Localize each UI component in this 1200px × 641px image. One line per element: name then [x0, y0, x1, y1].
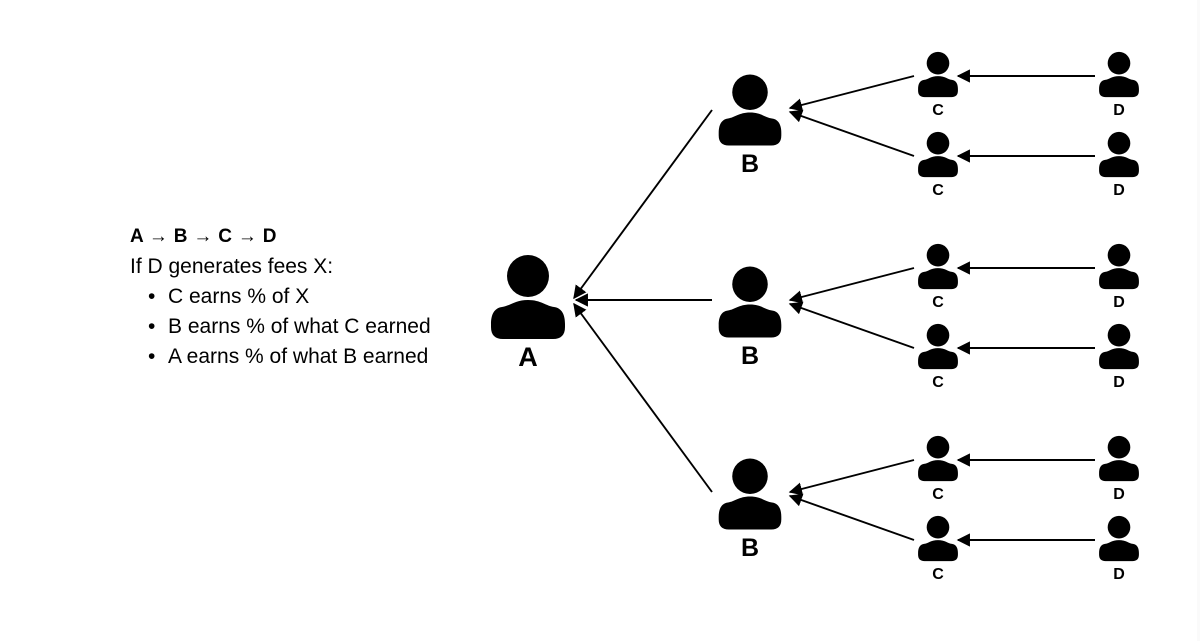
- legend-text-block: A → B → C → D If D generates fees X: • C…: [130, 225, 470, 371]
- bullet-glyph-icon: •: [148, 344, 156, 368]
- legend-bullet-text-3: A earns % of what B earned: [168, 344, 429, 368]
- node-a-label: A: [518, 342, 538, 372]
- node-d3-label: D: [1113, 294, 1125, 311]
- edge-c2-to-b1: [788, 109, 915, 157]
- person-icon: [489, 255, 567, 339]
- node-d2-label: D: [1113, 182, 1125, 199]
- node-d4-label: D: [1113, 374, 1125, 391]
- legend-bullet-text-2: B earns % of what C earned: [168, 314, 431, 338]
- node-d6[interactable]: D: [1098, 515, 1140, 583]
- node-c6-label: C: [932, 566, 944, 583]
- node-b1-label: B: [740, 342, 760, 370]
- legend-chain-line: A → B → C → D: [130, 226, 277, 247]
- node-c1[interactable]: C: [917, 51, 959, 119]
- node-b1[interactable]: B: [717, 266, 783, 369]
- legend-bullet-item-1: • C earns % of X: [130, 282, 470, 312]
- node-c4[interactable]: C: [917, 323, 959, 391]
- edge-b3-to-a: [573, 302, 713, 493]
- node-a[interactable]: A: [489, 255, 567, 371]
- node-b2-label: B: [740, 534, 760, 562]
- legend-intro-line: If D generates fees X:: [130, 254, 334, 278]
- node-d5[interactable]: D: [1098, 435, 1140, 503]
- node-c5-label: C: [932, 486, 944, 503]
- bullet-glyph-icon: •: [148, 285, 156, 309]
- right-edge-strip: [1197, 0, 1200, 641]
- person-icon: [1098, 323, 1140, 370]
- node-d1-label: D: [1113, 102, 1125, 119]
- person-icon: [1098, 435, 1140, 482]
- node-c2-label: C: [932, 182, 944, 199]
- edge-b1-to-a: [573, 109, 713, 300]
- node-c2[interactable]: C: [917, 131, 959, 199]
- node-d4[interactable]: D: [1098, 323, 1140, 391]
- node-d2[interactable]: D: [1098, 131, 1140, 199]
- person-icon: [1098, 131, 1140, 178]
- edge-c4-to-b2: [788, 301, 915, 349]
- node-d3[interactable]: D: [1098, 243, 1140, 311]
- edge-c1-to-b1: [788, 75, 915, 112]
- person-icon: [717, 74, 783, 146]
- legend-bullet-item-2: • B earns % of what C earned: [130, 312, 470, 342]
- node-d5-label: D: [1113, 486, 1125, 503]
- node-c5[interactable]: C: [917, 435, 959, 503]
- node-c4-label: C: [932, 374, 944, 391]
- node-c1-label: C: [932, 102, 944, 119]
- person-icon: [917, 515, 959, 562]
- node-b3-label: B: [740, 150, 760, 178]
- legend-bullet-text-1: C earns % of X: [168, 285, 310, 309]
- node-d1[interactable]: D: [1098, 51, 1140, 119]
- person-icon: [717, 266, 783, 338]
- node-b2[interactable]: B: [717, 458, 783, 561]
- bullet-glyph-icon: •: [148, 314, 156, 338]
- person-icon: [917, 435, 959, 482]
- person-icon: [917, 323, 959, 370]
- node-b3[interactable]: B: [717, 74, 783, 177]
- legend-bullet-item-3: • A earns % of what B earned: [130, 342, 470, 372]
- person-icon: [1098, 243, 1140, 290]
- person-icon: [917, 243, 959, 290]
- person-icon: [1098, 515, 1140, 562]
- edge-c6-to-b3: [788, 493, 915, 541]
- node-c3[interactable]: C: [917, 243, 959, 311]
- legend-bullet-list: • C earns % of X • B earns % of what C e…: [130, 282, 470, 371]
- node-c6[interactable]: C: [917, 515, 959, 583]
- person-icon: [917, 131, 959, 178]
- edge-c3-to-b2: [788, 267, 915, 304]
- edge-c5-to-b3: [788, 459, 915, 496]
- person-icon: [717, 458, 783, 530]
- person-icon: [1098, 51, 1140, 98]
- person-icon: [917, 51, 959, 98]
- node-d6-label: D: [1113, 566, 1125, 583]
- node-c3-label: C: [932, 294, 944, 311]
